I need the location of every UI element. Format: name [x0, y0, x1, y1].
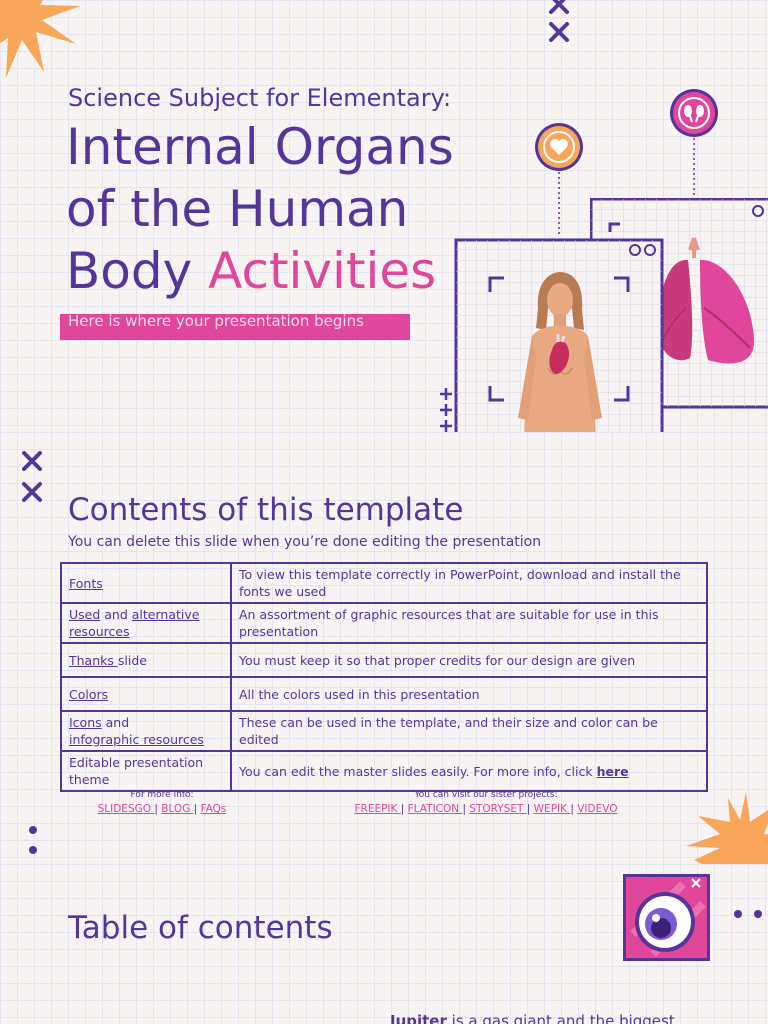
icons-link[interactable]: Icons	[69, 715, 102, 730]
title-line-2: of the Human	[66, 180, 409, 238]
table-row: Thanks slide You must keep it so that pr…	[60, 642, 708, 678]
contents-slide: Contents of this template You can delete…	[0, 432, 768, 864]
table-row: Icons and infographic resources These can…	[60, 710, 708, 752]
fonts-link[interactable]: Fonts	[69, 575, 103, 591]
cell-text: and	[100, 607, 132, 622]
starburst-decoration	[0, 0, 80, 78]
footer-sister-projects: You can visit our sister projects: FREEP…	[336, 790, 636, 815]
table-row: Editable presentation theme You can edit…	[60, 750, 708, 792]
table-cell: Fonts	[60, 562, 232, 604]
title-word-activities: Activities	[208, 242, 437, 300]
freepik-link[interactable]: FREEPIK	[354, 803, 401, 815]
dots-decoration	[29, 826, 37, 854]
title-line-3: Body Activities	[66, 240, 486, 302]
footer-links: FREEPIK | FLATICON | STORYSET | WEPIK | …	[336, 803, 636, 815]
starburst-decoration	[686, 792, 768, 864]
slidesgo-link[interactable]: SLIDESGO	[97, 803, 155, 815]
cell-text: You can edit the master slides easily. F…	[239, 763, 597, 779]
cell-text: slide	[117, 652, 147, 668]
flaticon-link[interactable]: FLATICON	[407, 803, 463, 815]
separator: |	[570, 803, 578, 815]
separator: |	[400, 803, 408, 815]
tagline-banner: Here is where your presentation begins	[60, 314, 410, 340]
wepik-link[interactable]: WEPIK	[533, 803, 571, 815]
separator: |	[526, 803, 534, 815]
videvo-link[interactable]: VIDEVO	[577, 803, 618, 815]
jupiter-text: Jupiter is a gas giant and the biggest	[390, 1012, 675, 1024]
footer-label: You can visit our sister projects:	[414, 790, 558, 800]
cross-pattern-icon	[549, 0, 569, 42]
lungs-window	[590, 198, 768, 409]
table-cell: You must keep it so that proper credits …	[230, 642, 708, 678]
toc-title: Table of contents	[68, 910, 333, 946]
table-cell: Used and alternative resources	[60, 602, 232, 644]
table-cell: Icons and infographic resources	[60, 710, 232, 752]
slide-title: Internal Organs of the Human Body Activi…	[66, 116, 486, 302]
slide-subtitle: Science Subject for Elementary:	[68, 84, 452, 112]
separator: |	[154, 803, 162, 815]
contents-table: Fonts To view this template correctly in…	[60, 562, 708, 792]
table-row: Used and alternative resources An assort…	[60, 602, 708, 644]
footer-more-info: For more info: SLIDESGO | BLOG | FAQs	[80, 790, 244, 815]
heart-icon	[535, 123, 583, 234]
contents-subtitle: You can delete this slide when you’re do…	[68, 534, 542, 550]
table-cell: All the colors used in this presentation	[230, 676, 708, 712]
body-window	[454, 238, 664, 432]
table-row: Fonts To view this template correctly in…	[60, 562, 708, 604]
title-line-1: Internal Organs	[66, 118, 454, 176]
blog-link[interactable]: BLOG	[161, 803, 194, 815]
table-cell: Thanks slide	[60, 642, 232, 678]
footer-label: For more info:	[130, 790, 194, 800]
thanks-link[interactable]: Thanks	[69, 652, 118, 668]
separator: |	[193, 803, 201, 815]
infographic-resources-link[interactable]: infographic resources	[69, 732, 204, 747]
table-cell: To view this template correctly in Power…	[230, 562, 708, 604]
toc-slide: Table of contents Jupiter is a gas giant…	[0, 864, 768, 1024]
used-resources-link[interactable]: Used	[69, 607, 101, 622]
footer-links: SLIDESGO | BLOG | FAQs	[80, 803, 244, 815]
contents-title: Contents of this template	[68, 492, 464, 528]
plus-pattern-icon	[440, 388, 452, 432]
title-slide: Science Subject for Elementary: Internal…	[0, 0, 768, 432]
dots-decoration	[734, 910, 762, 918]
tagline-text: Here is where your presentation begins	[68, 314, 364, 330]
title-word-body: Body	[66, 242, 209, 300]
here-link[interactable]: here	[596, 763, 629, 779]
colors-link[interactable]: Colors	[69, 686, 109, 702]
cell-text: and	[101, 715, 130, 730]
table-cell: These can be used in the template, and t…	[230, 710, 708, 752]
jupiter-label: Jupiter	[390, 1012, 447, 1024]
table-cell: Editable presentation theme	[60, 750, 232, 792]
storyset-link[interactable]: STORYSET	[469, 803, 527, 815]
separator: |	[462, 803, 470, 815]
table-cell: An assortment of graphic resources that …	[230, 602, 708, 644]
cross-pattern-icon	[22, 451, 42, 502]
table-cell: Colors	[60, 676, 232, 712]
eye-icon	[623, 874, 710, 961]
table-row: Colors All the colors used in this prese…	[60, 676, 708, 712]
kidneys-icon	[670, 89, 718, 200]
jupiter-description: is a gas giant and the biggest	[446, 1012, 675, 1024]
alternative-resources-link[interactable]: alternative resources	[69, 607, 200, 639]
faqs-link[interactable]: FAQs	[200, 803, 227, 815]
table-cell: You can edit the master slides easily. F…	[230, 750, 708, 792]
